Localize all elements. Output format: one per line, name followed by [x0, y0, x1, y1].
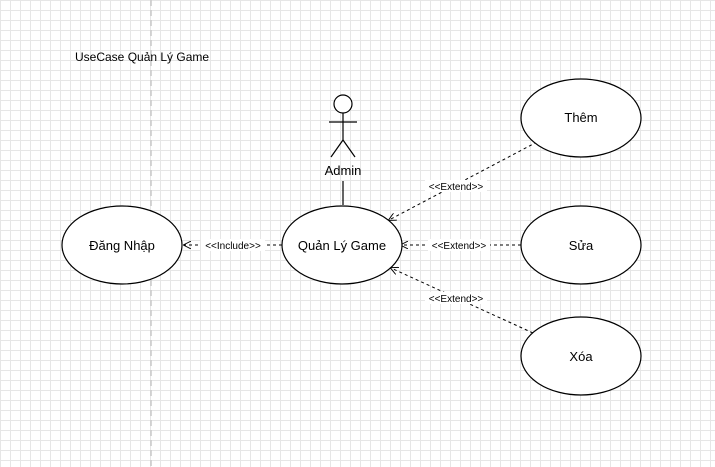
usecase-login[interactable]: Đăng Nhập	[61, 205, 183, 285]
extend-label-delete: <<Extend>>	[429, 294, 484, 305]
usecase-login-label: Đăng Nhập	[89, 238, 155, 253]
actor-label: Admin	[325, 163, 362, 178]
diagram-title: UseCase Quản Lý Game	[75, 50, 209, 64]
usecase-delete-label: Xóa	[569, 349, 593, 364]
extend-label-add: <<Extend>>	[429, 182, 484, 193]
usecase-add-label: Thêm	[564, 110, 597, 125]
usecase-manage[interactable]: Quản Lý Game	[281, 205, 403, 285]
actor-left-leg	[330, 139, 344, 158]
usecase-delete[interactable]: Xóa	[520, 316, 642, 396]
edge-extend-add	[389, 141, 538, 220]
usecase-manage-label: Quản Lý Game	[298, 238, 386, 253]
extend-label-edit: <<Extend>>	[432, 241, 487, 252]
include-label: <<Include>>	[205, 241, 261, 252]
actor-admin[interactable]: Admin	[325, 94, 362, 178]
actor-head	[333, 94, 353, 114]
usecase-edit-label: Sửa	[569, 238, 594, 253]
usecase-add[interactable]: Thêm	[520, 78, 642, 158]
usecase-edit[interactable]: Sửa	[520, 205, 642, 285]
actor-right-leg	[342, 139, 356, 158]
